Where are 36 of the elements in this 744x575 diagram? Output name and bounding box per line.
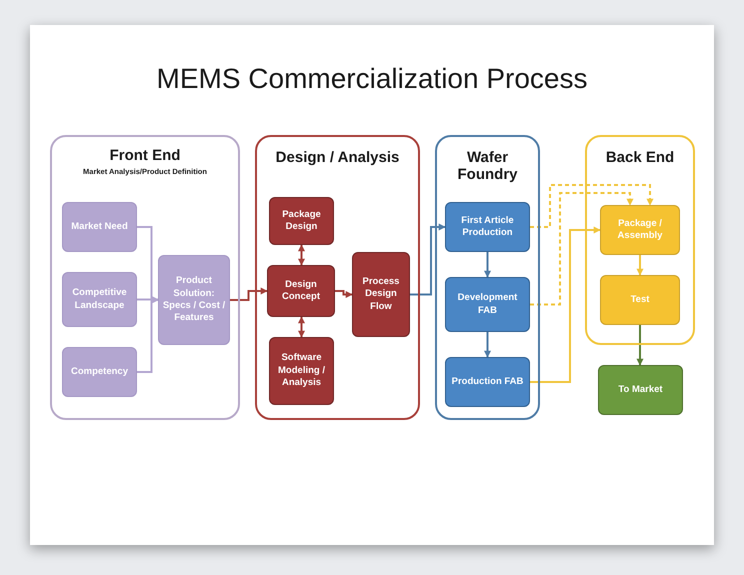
process-box: Package Design xyxy=(269,197,334,245)
process-box: Competitive Landscape xyxy=(62,272,137,327)
page-title: MEMS Commercialization Process xyxy=(156,63,588,95)
stage-title: Back End xyxy=(604,149,676,166)
process-box: Market Need xyxy=(62,202,137,252)
process-box: To Market xyxy=(598,365,683,415)
dashed-arrow xyxy=(530,192,634,306)
arrow xyxy=(484,252,491,278)
arrow xyxy=(298,316,305,338)
stage-title: Wafer Foundry xyxy=(456,149,518,184)
stage-panel xyxy=(435,135,540,420)
process-box: First Article Production xyxy=(445,202,530,252)
process-box: Production FAB xyxy=(445,357,530,407)
arrow xyxy=(410,224,446,296)
process-box: Test xyxy=(600,275,680,325)
arrow xyxy=(484,332,491,358)
stage-title: Front End xyxy=(108,147,182,164)
process-box: Competency xyxy=(62,347,137,397)
arrow xyxy=(298,244,305,266)
stage-title: Design / Analysis xyxy=(274,149,400,166)
process-box: Design Concept xyxy=(267,265,335,317)
process-box: Product Solution: Specs / Cost / Features xyxy=(158,255,230,345)
process-box: Software Modeling / Analysis xyxy=(269,337,334,405)
stage-panel xyxy=(255,135,420,420)
arrow xyxy=(530,226,601,383)
process-box: Process Design Flow xyxy=(352,252,410,337)
arrow xyxy=(137,296,159,303)
arrow xyxy=(636,255,644,276)
process-box: Package / Assembly xyxy=(600,205,680,255)
process-box: Development FAB xyxy=(445,277,530,332)
arrow xyxy=(230,288,268,301)
arrow xyxy=(335,290,353,298)
stage-panel xyxy=(585,135,695,345)
stage-panel xyxy=(50,135,240,420)
arrow xyxy=(636,325,644,366)
dashed-arrow xyxy=(530,184,654,228)
